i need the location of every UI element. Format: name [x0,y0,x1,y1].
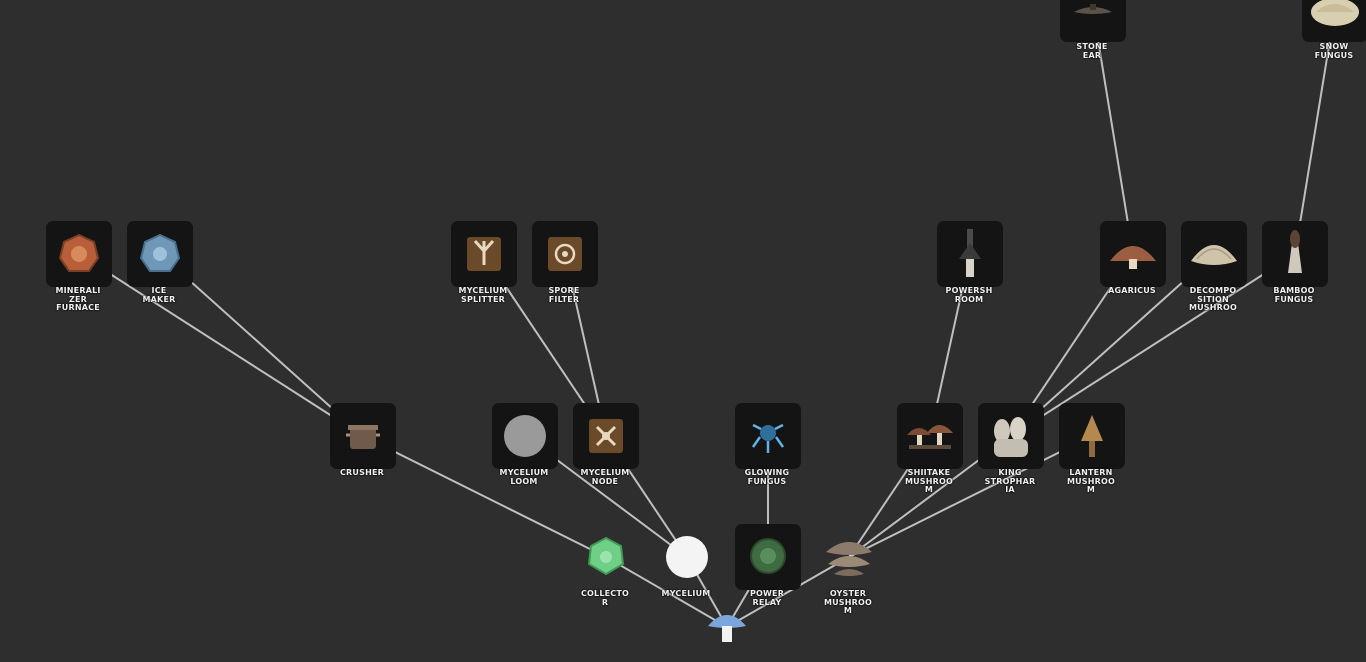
collector-icon [587,536,625,576]
connection-line [1294,8,1336,255]
mycelium-node-icon [589,419,623,453]
spore-filter-icon [548,237,582,271]
power-relay-icon [750,538,786,574]
mycelium-loom-icon [504,415,546,457]
root-node[interactable] [694,594,760,660]
bamboo-fungus-icon [1288,230,1302,273]
mycelium-node[interactable] [654,524,720,590]
mycelium-node-node[interactable] [573,403,639,469]
connection-line [78,253,364,437]
powershroom-icon [959,229,981,277]
oyster-mushroom-icon [826,542,872,576]
oyster-mushroom-node[interactable] [816,524,882,590]
powershroom-node[interactable] [937,221,1003,287]
connection-line [726,556,850,628]
node-label: MYCELIUM [661,589,711,598]
mycelium-splitter-node[interactable] [451,221,517,287]
connection-line [848,435,1093,558]
mycelium-icon [666,536,708,578]
connection-line [1092,8,1134,255]
connection-line [159,253,364,437]
glowing-fungus-node[interactable] [735,403,801,469]
connection-line [1010,253,1215,437]
stone-ear-node[interactable] [1060,0,1126,42]
connection-line [362,435,607,558]
agaricus-icon [1110,246,1156,269]
crusher-icon [346,425,380,449]
mineralizer-furnace-icon [58,233,100,272]
ice-maker-icon [139,233,181,272]
agaricus-node[interactable] [1100,221,1166,287]
king-stropharia-icon [994,417,1028,457]
collector-node[interactable] [573,524,639,590]
lantern-mushroom-icon [1081,415,1103,457]
decomposition-mushroom-icon [1191,245,1237,265]
lantern-mushroom-node[interactable] [1059,403,1125,469]
shiitake-mushroom-icon [907,425,953,449]
node-label: AGARICUS [1108,286,1156,295]
crusher-node[interactable] [330,403,396,469]
mycelium-loom-node[interactable] [492,403,558,469]
blue-mushroom-root-icon [708,615,746,642]
mycelium-splitter-icon [467,237,501,271]
spore-filter-node[interactable] [532,221,598,287]
snow-fungus-node[interactable] [1302,0,1366,42]
stone-ear-icon [1074,4,1112,14]
king-stropharia-node[interactable] [978,403,1044,469]
bamboo-fungus-node[interactable] [1262,221,1328,287]
connection-line [605,556,728,628]
glowing-fungus-icon [751,423,785,453]
node-label: CRUSHER [339,468,384,477]
ice-maker-node[interactable] [127,221,193,287]
snow-fungus-icon [1311,0,1359,26]
power-relay-node[interactable] [735,524,801,590]
decomposition-mushroom-node[interactable] [1181,221,1247,287]
mineralizer-furnace-node[interactable] [46,221,112,287]
shiitake-mushroom-node[interactable] [897,403,963,469]
connection-line [1010,253,1296,437]
